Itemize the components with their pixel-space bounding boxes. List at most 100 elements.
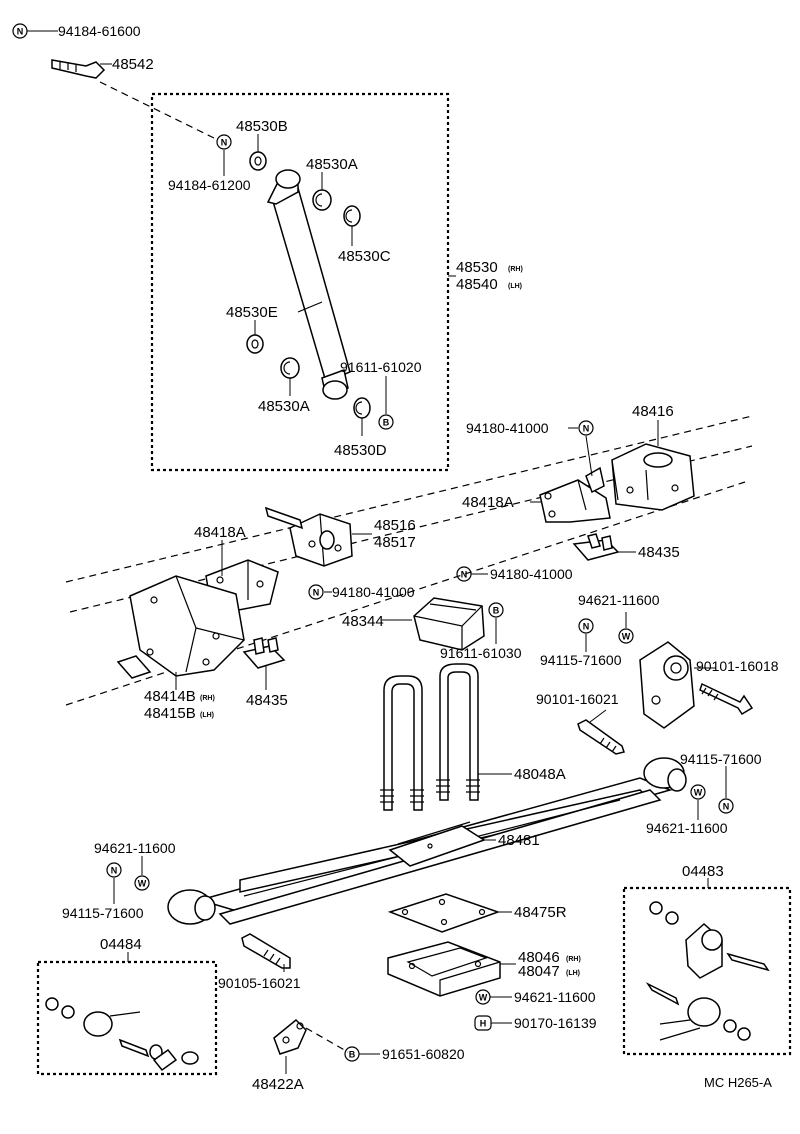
label-48517: 48517 bbox=[374, 534, 416, 551]
label-48048A: 48048A bbox=[514, 766, 566, 783]
svg-text:N: N bbox=[583, 424, 590, 434]
bolt-90101-16018[interactable] bbox=[699, 682, 754, 716]
svg-text:B: B bbox=[383, 418, 390, 428]
svg-text:N: N bbox=[583, 622, 590, 632]
label-48530E: 48530E bbox=[226, 304, 278, 321]
label-rh-48414B: (RH) bbox=[200, 695, 215, 702]
symbol-n-94184-61600: N bbox=[12, 23, 28, 39]
bolt-90101-16021[interactable] bbox=[577, 719, 625, 755]
label-48435-left: 48435 bbox=[246, 692, 288, 709]
label-91651-60820: 91651-60820 bbox=[382, 1046, 465, 1062]
svg-text:N: N bbox=[313, 588, 320, 598]
symbol-n-94115-71600-b: N bbox=[718, 798, 734, 814]
label-48530C: 48530C bbox=[338, 248, 391, 265]
label-91611-61020: 91611-61020 bbox=[340, 359, 422, 375]
bracket-48418A-right[interactable] bbox=[539, 466, 611, 523]
label-48046: 48046 bbox=[518, 949, 560, 966]
bolt-leader bbox=[305, 1027, 349, 1053]
bracket-48516-48517[interactable] bbox=[264, 506, 353, 567]
label-90101-16021: 90101-16021 bbox=[536, 691, 619, 707]
symbol-n-94184-61200: N bbox=[216, 134, 232, 150]
label-rh-48046: (RH) bbox=[566, 956, 581, 963]
svg-text:W: W bbox=[622, 632, 631, 642]
label-04483: 04483 bbox=[682, 863, 724, 880]
label-48481: 48481 bbox=[498, 832, 540, 849]
label-48418A-right: 48418A bbox=[462, 494, 514, 511]
label-48530: 48530 bbox=[456, 259, 498, 276]
label-94180-41000-a: 94180-41000 bbox=[466, 420, 549, 436]
bumper-stopper-48435-left[interactable] bbox=[242, 637, 286, 669]
label-94115-71600-b: 94115-71600 bbox=[680, 751, 762, 767]
label-48540: 48540 bbox=[456, 276, 498, 293]
bushing-48530A-bottom bbox=[280, 357, 300, 379]
label-04484: 04484 bbox=[100, 936, 142, 953]
stud-leader bbox=[99, 81, 215, 139]
symbol-b-91611-61020: B bbox=[378, 414, 394, 430]
svg-text:N: N bbox=[111, 866, 118, 876]
shackle-right[interactable] bbox=[639, 641, 695, 729]
bushing-48530B bbox=[249, 151, 267, 171]
label-94115-71600-c: 94115-71600 bbox=[62, 905, 144, 921]
svg-text:N: N bbox=[461, 570, 468, 580]
label-48542: 48542 bbox=[112, 56, 154, 73]
label-94621-11600-c: 94621-11600 bbox=[94, 840, 176, 856]
label-94621-11600-a: 94621-11600 bbox=[578, 592, 660, 608]
bracket-48422A[interactable] bbox=[273, 1018, 307, 1055]
label-48344: 48344 bbox=[342, 613, 384, 630]
symbol-h-90170-16139: H bbox=[474, 1015, 492, 1031]
svg-text:W: W bbox=[479, 993, 488, 1003]
symbol-n-94115-71600-a: N bbox=[578, 618, 594, 634]
label-94184-61600: 94184-61600 bbox=[58, 23, 141, 39]
label-48422A: 48422A bbox=[252, 1076, 304, 1093]
svg-text:B: B bbox=[493, 606, 500, 616]
label-94180-41000-b: 94180-41000 bbox=[332, 584, 415, 600]
label-lh-48415B: (LH) bbox=[200, 712, 214, 719]
label-94621-11600-b: 94621-11600 bbox=[646, 820, 728, 836]
label-94184-61200: 94184-61200 bbox=[168, 177, 251, 193]
symbol-w-94621-11600-a: W bbox=[618, 628, 634, 644]
label-48416: 48416 bbox=[632, 403, 674, 420]
svg-text:W: W bbox=[694, 788, 703, 798]
label-48415B: 48415B bbox=[144, 705, 196, 722]
hanger-bracket-48416[interactable] bbox=[611, 443, 695, 511]
label-94115-71600-a: 94115-71600 bbox=[540, 652, 622, 668]
bumper-48344[interactable] bbox=[413, 597, 485, 651]
u-bolt-48048A[interactable] bbox=[380, 663, 480, 811]
label-90170-16139: 90170-16139 bbox=[514, 1015, 597, 1031]
svg-text:B: B bbox=[349, 1050, 356, 1060]
svg-text:N: N bbox=[221, 138, 228, 148]
frame-rail bbox=[65, 415, 753, 706]
kit-04484-parts[interactable] bbox=[45, 997, 199, 1072]
bushing-48530E bbox=[246, 334, 264, 354]
label-91611-61030: 91611-61030 bbox=[440, 645, 522, 661]
bushing-48530C bbox=[343, 205, 361, 227]
label-48475R: 48475R bbox=[514, 904, 567, 921]
hanger-bracket-48414B-48415B[interactable] bbox=[116, 575, 245, 679]
leader-lines bbox=[27, 30, 727, 1074]
label-48414B: 48414B bbox=[144, 688, 196, 705]
bolt-90105-16021[interactable] bbox=[241, 933, 291, 969]
symbol-b-91611-61030: B bbox=[488, 602, 504, 618]
label-48435-right: 48435 bbox=[638, 544, 680, 561]
shock-absorber[interactable] bbox=[266, 169, 351, 400]
spring-seat-48046-48047[interactable] bbox=[387, 941, 501, 997]
symbol-w-94621-11600-b: W bbox=[690, 784, 706, 800]
label-48530B: 48530B bbox=[236, 118, 288, 135]
svg-text:N: N bbox=[17, 27, 24, 37]
bumper-stopper-48435-right[interactable] bbox=[572, 533, 620, 561]
symbol-n-94115-71600-c: N bbox=[106, 862, 122, 878]
kit-04483-parts[interactable] bbox=[645, 901, 770, 1041]
label-94180-41000-c: 94180-41000 bbox=[490, 566, 573, 582]
kit-04484-frame bbox=[36, 960, 218, 1076]
label-48530A-top: 48530A bbox=[306, 156, 358, 173]
plate-48475R[interactable] bbox=[387, 893, 501, 933]
svg-text:H: H bbox=[480, 1019, 487, 1029]
label-90101-16018: 90101-16018 bbox=[696, 658, 779, 674]
label-48047: 48047 bbox=[518, 963, 560, 980]
kit-04483-frame bbox=[622, 886, 792, 1056]
label-90105-16021: 90105-16021 bbox=[218, 975, 301, 991]
bushing-48530A-top bbox=[312, 189, 332, 211]
label-lh-48540: (LH) bbox=[508, 283, 522, 290]
stud-48542[interactable] bbox=[51, 59, 106, 79]
